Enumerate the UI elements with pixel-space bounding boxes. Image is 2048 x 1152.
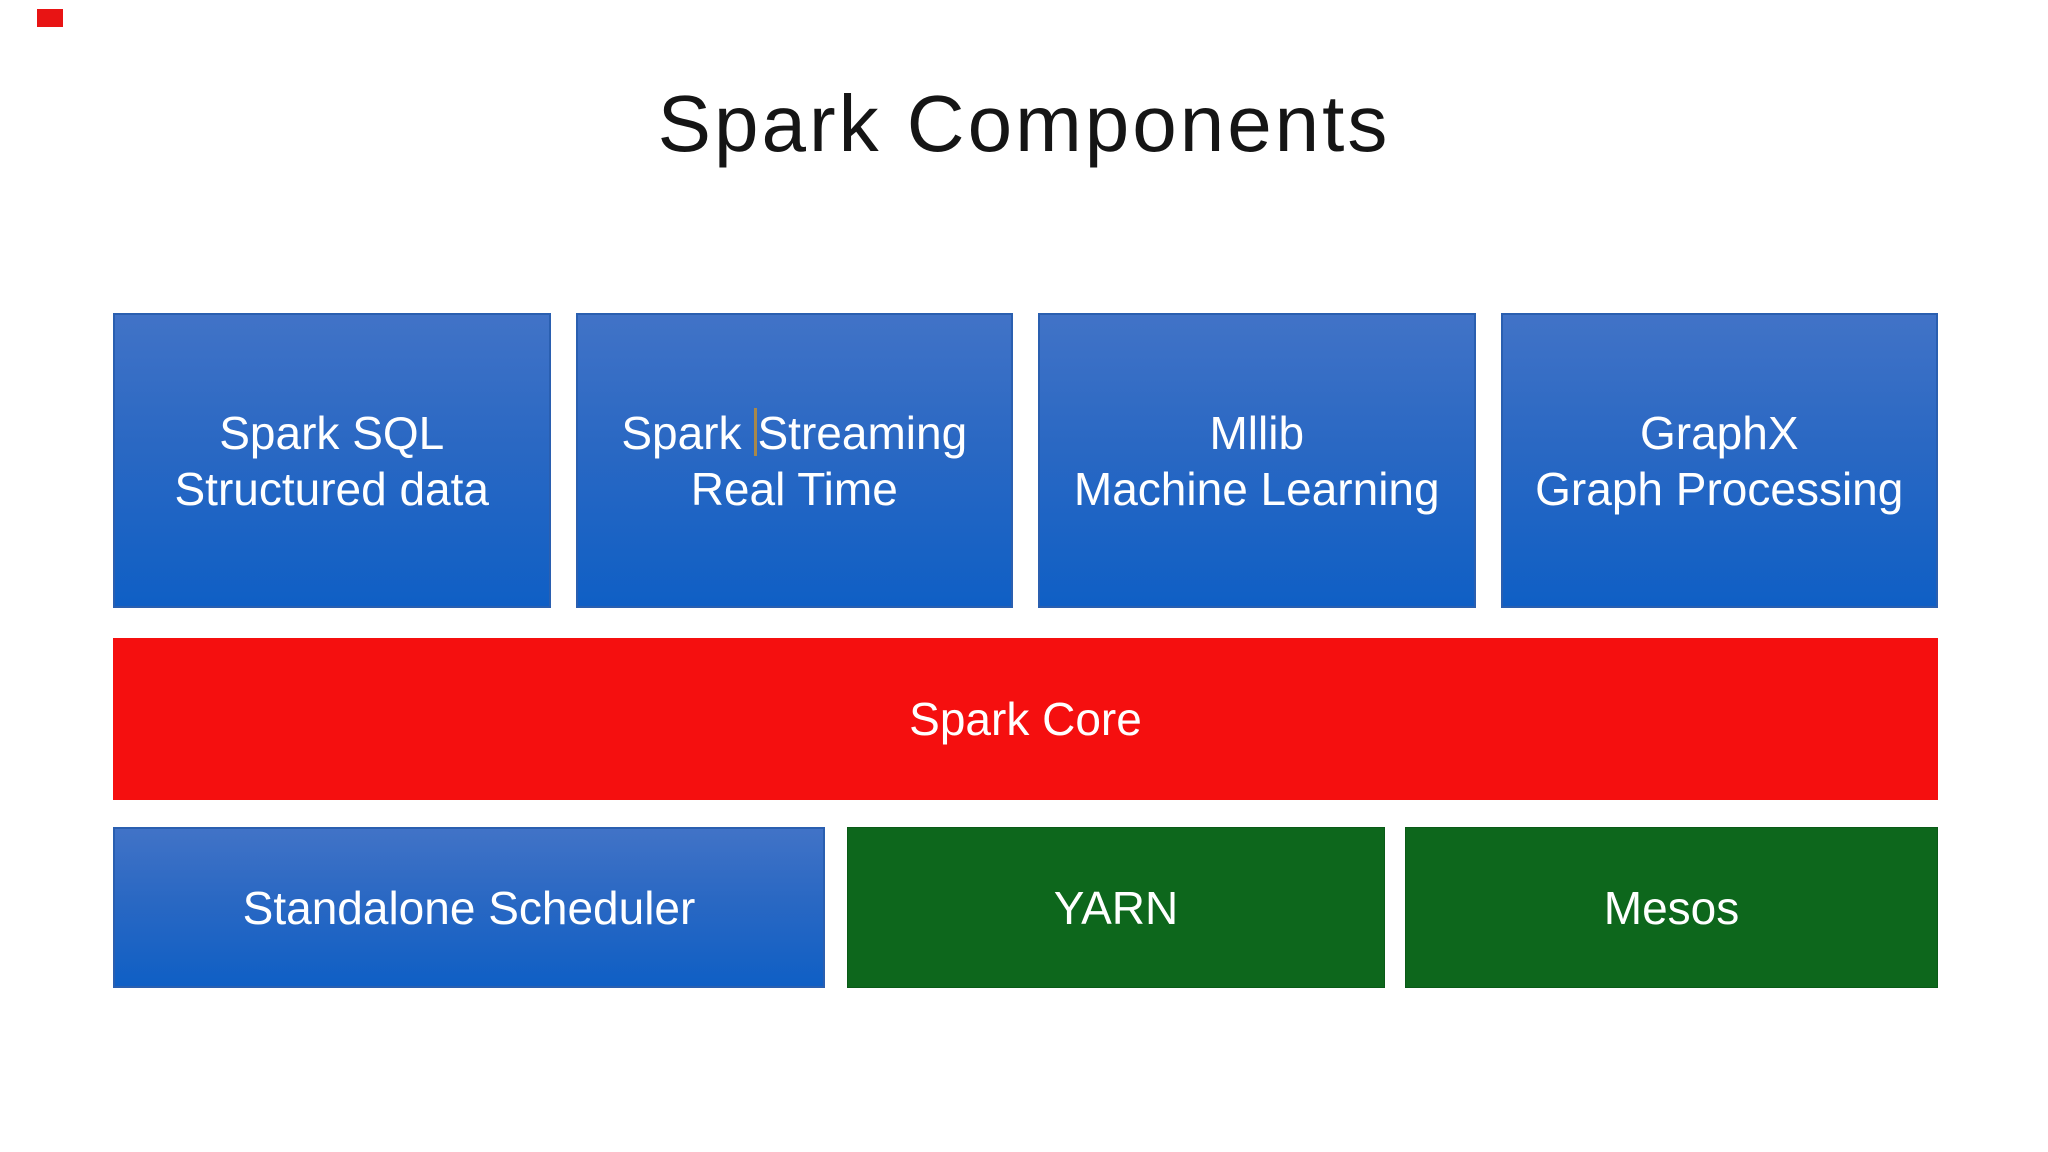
mllib-desc-label: Machine Learning — [1073, 462, 1440, 515]
standalone-scheduler-label: Standalone Scheduler — [242, 881, 696, 934]
spark-streaming-desc-label: Real Time — [690, 462, 898, 515]
spark-streaming-word1: Spark — [621, 406, 742, 459]
box-mesos: Mesos — [1405, 827, 1938, 988]
spark-core-label: Spark Core — [909, 693, 1142, 745]
box-yarn: YARN — [847, 827, 1385, 988]
slide-title: Spark Components — [657, 79, 1391, 168]
box-graphx: GraphX Graph Processing — [1500, 313, 1938, 608]
spark-sql-name-label: Spark SQL — [219, 406, 445, 459]
box-spark-streaming: Spark Streaming Real Time — [575, 313, 1013, 608]
box-spark-core: Spark Core — [113, 638, 1938, 800]
box-spark-sql: Spark SQL Structured data — [113, 313, 551, 608]
spark-streaming-name-label: Spark Streaming — [621, 405, 967, 461]
text-cursor — [753, 407, 757, 456]
box-standalone-scheduler: Standalone Scheduler — [113, 827, 825, 988]
graphx-name-label: GraphX — [1639, 406, 1799, 459]
box-mllib: Mllib Machine Learning — [1038, 313, 1476, 608]
graphx-desc-label: Graph Processing — [1535, 462, 1904, 515]
yarn-label: YARN — [1053, 881, 1179, 934]
components-row: Spark SQL Structured data Spark Streaming… — [113, 313, 1938, 608]
recording-indicator — [37, 9, 63, 27]
mesos-label: Mesos — [1603, 881, 1740, 934]
mllib-name-label: Mllib — [1209, 406, 1305, 459]
spark-streaming-word2: Streaming — [757, 406, 968, 459]
spark-sql-desc-label: Structured data — [174, 462, 490, 515]
